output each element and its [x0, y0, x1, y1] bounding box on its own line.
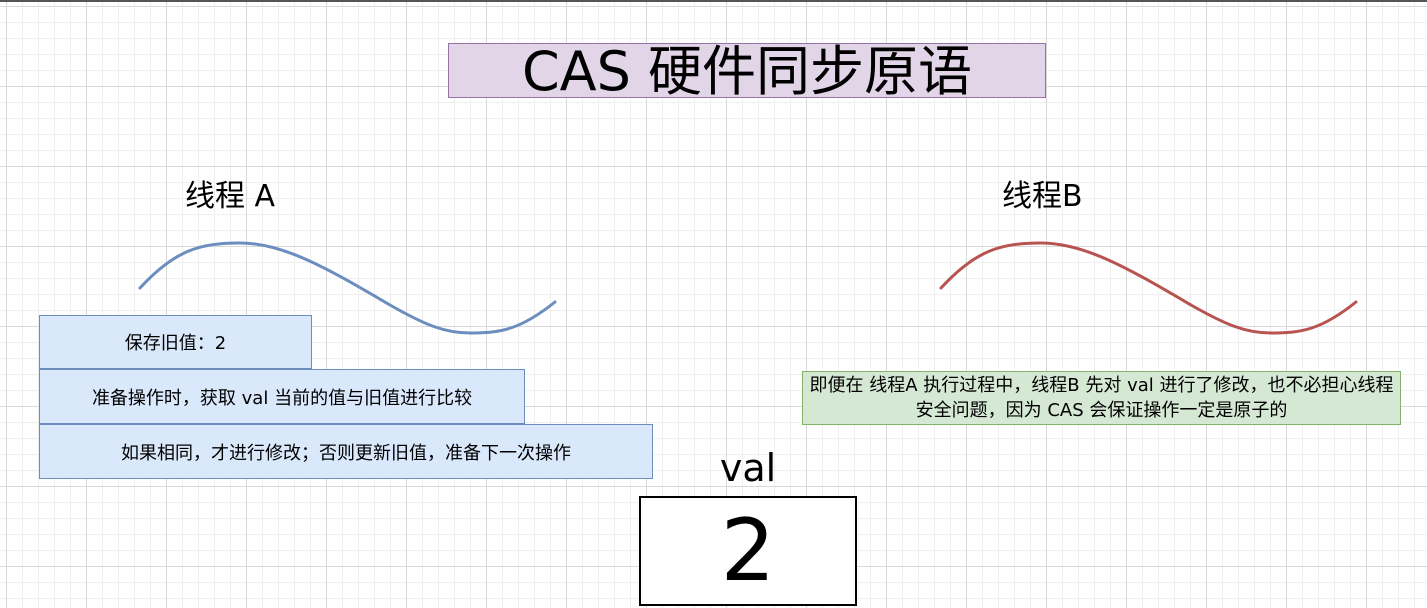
- thread-a-label[interactable]: 线程 A: [185, 179, 276, 214]
- thread-b-wave[interactable]: [939, 241, 1358, 335]
- note-text: 准备操作时，获取 val 当前的值与旧值进行比较: [91, 387, 473, 409]
- note-text: 如果相同，才进行修改；否则更新旧值，准备下一次操作: [121, 442, 571, 464]
- canvas-top-border: [0, 0, 1427, 2]
- thread-a-note-save-old-value[interactable]: 保存旧值：2: [39, 315, 312, 369]
- variable-value: 2: [720, 501, 776, 601]
- thread-a-note-modify-or-retry[interactable]: 如果相同，才进行修改；否则更新旧值，准备下一次操作: [39, 424, 653, 479]
- thread-b-label[interactable]: 线程B: [1002, 179, 1083, 214]
- variable-box[interactable]: 2: [639, 496, 857, 606]
- thread-b-note[interactable]: 即便在 线程A 执行过程中，线程B 先对 val 进行了修改，也不必担心线程安全…: [802, 371, 1401, 425]
- note-text: 即便在 线程A 执行过程中，线程B 先对 val 进行了修改，也不必担心线程安全…: [809, 375, 1394, 421]
- variable-label[interactable]: val: [719, 446, 777, 490]
- note-text: 保存旧值：2: [124, 333, 227, 354]
- thread-a-note-compare[interactable]: 准备操作时，获取 val 当前的值与旧值进行比较: [39, 369, 525, 424]
- title-box[interactable]: CAS 硬件同步原语: [448, 43, 1046, 98]
- page-title: CAS 硬件同步原语: [521, 39, 973, 103]
